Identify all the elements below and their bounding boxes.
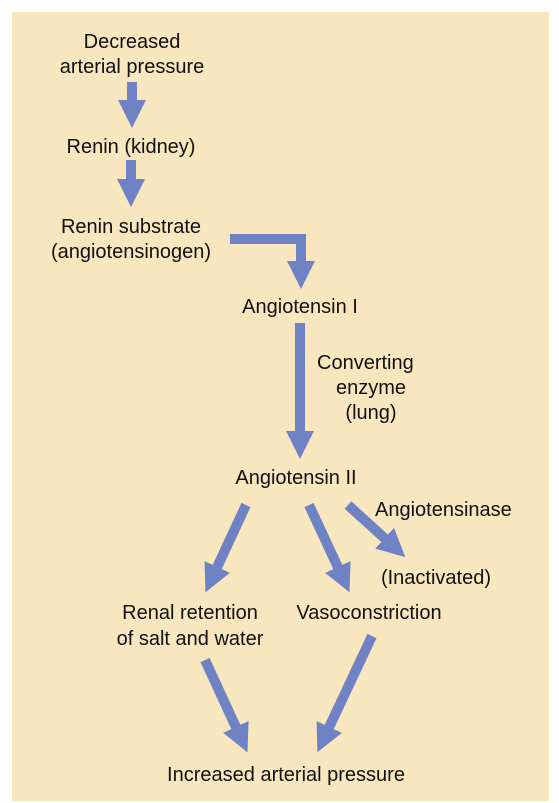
angiotensin-ii-label: Angiotensin II <box>235 467 357 489</box>
renin-substrate-label-line-2: (angiotensinogen) <box>50 241 212 263</box>
converting-enzyme-label-line-3: (lung) <box>345 402 397 424</box>
angiotensinase-label: Angiotensinase <box>375 499 512 521</box>
converting-enzyme-label-line-1: Converting <box>317 352 414 374</box>
decreased-arterial-pressure-label-line-1: Decreased <box>83 31 181 53</box>
arrow-angiotensin-ii-to-vasoconstriction <box>304 502 351 593</box>
renin-angiotensin-diagram <box>12 12 549 801</box>
arrow-renal-retention-to-increased-pressure <box>200 657 249 753</box>
arrow-angiotensin-ii-to-renal-retention <box>204 502 251 593</box>
decreased-arterial-pressure-label-line-2: arterial pressure <box>59 56 205 78</box>
renin-kidney-label: Renin (kidney) <box>66 136 196 158</box>
arrow-angiotensin-ii-to-inactivated <box>344 501 406 558</box>
renal-retention-label-line-1: Renal retention <box>122 602 258 624</box>
renal-retention-label-line-2: of salt and water <box>116 628 264 650</box>
vasoconstriction-label: Vasoconstriction <box>296 602 442 624</box>
angiotensin-i-label: Angiotensin I <box>242 296 358 318</box>
renin-substrate-label-line-1: Renin substrate <box>60 216 202 238</box>
inactivated-label: (Inactivated) <box>380 567 492 589</box>
arrow-substrate-to-angiotensin-i <box>230 234 315 289</box>
converting-enzyme-label-line-2: enzyme <box>335 377 407 399</box>
arrow-vasoconstriction-to-increased-pressure <box>316 633 377 753</box>
increased-arterial-pressure-label: Increased arterial pressure <box>167 764 405 786</box>
